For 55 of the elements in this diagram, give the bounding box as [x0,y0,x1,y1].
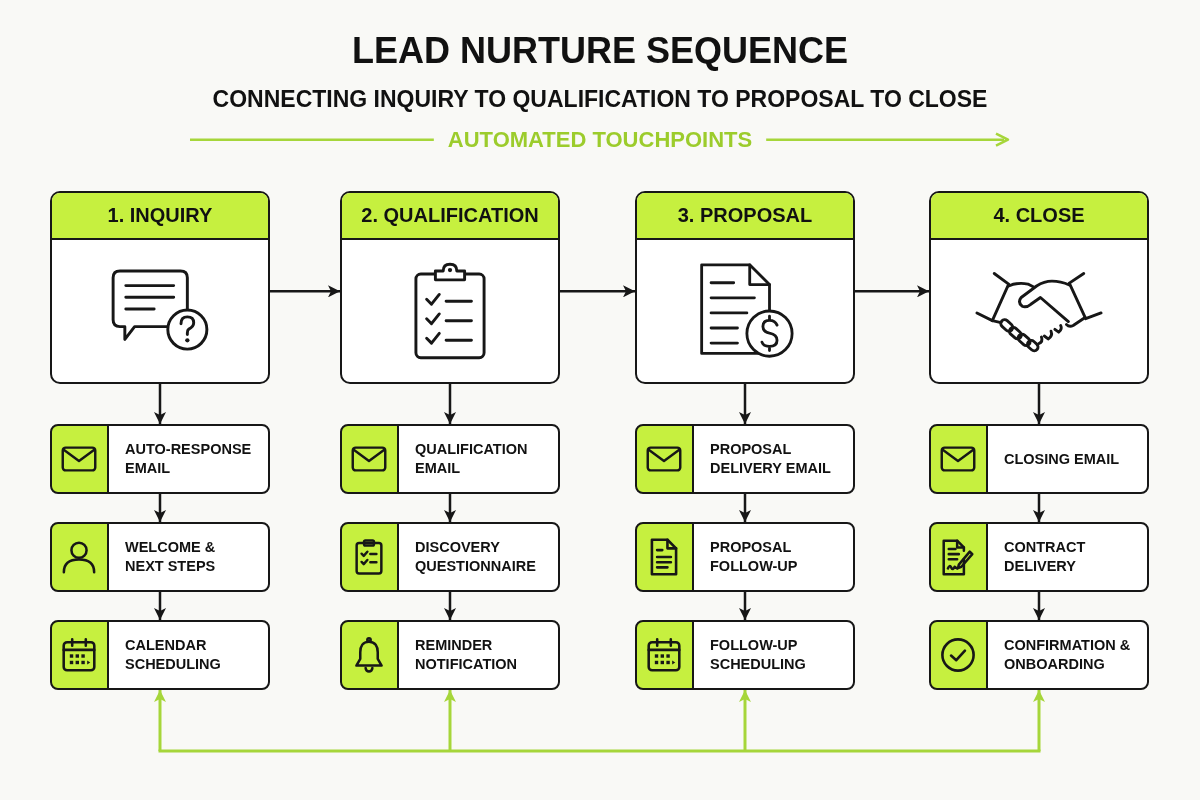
touchpoint-card [635,620,855,690]
touchpoint-label: CONFIRMATION & ONBOARDING [1004,636,1132,674]
arrow [560,285,635,298]
touchpoint-label: DISCOVERY QUESTIONNAIRE [415,538,537,576]
touchpoint-label: CONTRACT DELIVERY [1004,538,1087,576]
stage-card [340,191,560,384]
touchpoint-label: WELCOME & NEXT STEPS [125,538,217,576]
touchpoint-card [340,424,560,494]
touchpoint-card [635,522,855,592]
touchpoint-card [929,522,1149,592]
touchpoint-card [340,620,560,690]
touchpoint-label: CALENDAR SCHEDULING [125,636,222,674]
stage-title: 1. INQUIRY [52,193,268,240]
touchpoint-label: FOLLOW-UP SCHEDULING [710,636,807,674]
arrow [1033,494,1045,522]
touchpoint-label: CLOSING EMAIL [1004,449,1121,469]
touchpoint-card [929,620,1149,690]
arrow [444,494,456,522]
touchpoint-card [50,522,270,592]
arrow [444,690,456,751]
arrow [154,592,166,620]
arrow [855,285,929,298]
arrow [739,384,751,424]
touchpoint-label: REMINDER NOTIFICATION [415,636,519,674]
arrow [1033,690,1045,751]
feedback-line [158,749,1041,753]
touchpoint-card [635,424,855,494]
arrow [739,690,751,751]
stage-card [50,191,270,384]
arrow [444,384,456,424]
touchpoint-label: AUTO-RESPONSE EMAIL [125,440,253,478]
stage-card [635,191,855,384]
stage-title: 3. PROPOSAL [637,193,853,240]
arrow [1033,384,1045,424]
stage-title: 4. CLOSE [931,193,1147,240]
touchpoint-card [340,522,560,592]
arrow [739,592,751,620]
touchpoint-label: PROPOSAL DELIVERY EMAIL [710,440,832,478]
arrow [1033,592,1045,620]
section-label: AUTOMATED TOUCHPOINTS [447,127,753,153]
diagram-title: LEAD NURTURE SEQUENCE [352,30,848,72]
touchpoint-label: QUALIFICATION EMAIL [415,440,529,478]
arrow [154,384,166,424]
arrow [154,690,166,751]
arrow [739,494,751,522]
diagram-subtitle: CONNECTING INQUIRY TO QUALIFICATION TO PROPOSAL TO CLOSE [212,86,988,113]
touchpoint-card [929,424,1149,494]
touchpoint-label: PROPOSAL FOLLOW-UP [710,538,799,576]
arrow [154,494,166,522]
arrow [270,285,340,298]
touchpoint-card [50,620,270,690]
arrow [444,592,456,620]
stage-title: 2. QUALIFICATION [342,193,558,240]
touchpoint-card [50,424,270,494]
stage-card [929,191,1149,384]
